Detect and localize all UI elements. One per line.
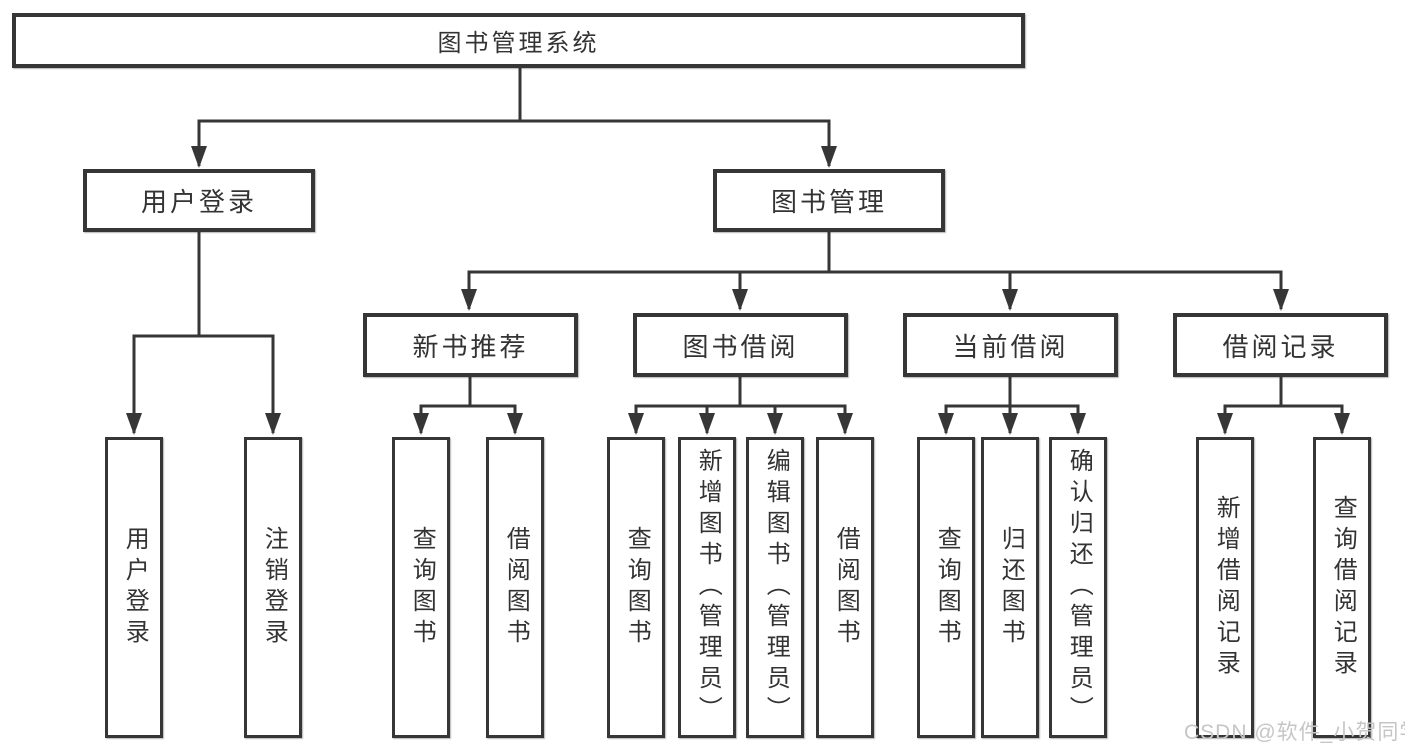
leaf-borrow-books: 借阅图书 — [816, 437, 874, 738]
leaf-query-borrow-record: 查询借阅记录 — [1313, 437, 1371, 738]
node-borrow-records: 借阅记录 — [1173, 313, 1388, 377]
leaf-edit-book-admin: 编辑图书（管理员） — [746, 437, 804, 738]
node-new-book-recommend-label: 新书推荐 — [412, 331, 529, 362]
node-current-borrow-label: 当前借阅 — [952, 331, 1069, 362]
leaf-return-book: 归还图书 — [981, 437, 1039, 738]
leaf-query-borrow-record-label: 查询借阅记录 — [1329, 494, 1357, 681]
watermark: CSDN @软件_小贺同学 — [1184, 721, 1405, 744]
leaf-query-books-borrow: 查询图书 — [607, 437, 665, 738]
leaf-add-book-admin-label: 新增图书（管理员） — [694, 448, 722, 727]
leaf-user-login-label: 用户登录 — [121, 525, 149, 650]
node-book-management-label: 图书管理 — [770, 187, 887, 217]
leaf-borrow-books-label: 借阅图书 — [832, 525, 860, 650]
leaf-logout-label: 注销登录 — [260, 525, 288, 650]
leaf-add-borrow-record-label: 新增借阅记录 — [1212, 494, 1240, 681]
leaf-borrow-books-recommend-label: 借阅图书 — [502, 525, 530, 650]
leaf-user-login: 用户登录 — [105, 437, 163, 738]
leaf-logout: 注销登录 — [244, 437, 302, 738]
node-new-book-recommend: 新书推荐 — [363, 313, 578, 377]
node-borrow-records-label: 借阅记录 — [1222, 331, 1339, 362]
leaf-borrow-books-recommend: 借阅图书 — [486, 437, 544, 738]
leaf-query-books-recommend-label: 查询图书 — [408, 525, 436, 650]
leaf-query-books-current-label: 查询图书 — [933, 525, 961, 650]
node-book-management: 图书管理 — [713, 169, 945, 232]
node-book-borrow: 图书借阅 — [633, 313, 848, 377]
node-user-login: 用户登录 — [83, 169, 315, 232]
node-current-borrow: 当前借阅 — [903, 313, 1118, 377]
leaf-add-book-admin: 新增图书（管理员） — [678, 437, 736, 738]
node-library-system: 图书管理系统 — [12, 13, 1025, 68]
node-book-borrow-label: 图书借阅 — [682, 331, 799, 362]
leaf-query-books-current: 查询图书 — [917, 437, 975, 738]
leaf-confirm-return-admin: 确认归还（管理员） — [1049, 437, 1107, 738]
leaf-return-book-label: 归还图书 — [997, 525, 1025, 650]
leaf-edit-book-admin-label: 编辑图书（管理员） — [762, 448, 790, 727]
leaf-add-borrow-record: 新增借阅记录 — [1196, 437, 1254, 738]
leaf-confirm-return-admin-label: 确认归还（管理员） — [1065, 448, 1093, 727]
node-library-system-label: 图书管理系统 — [437, 30, 600, 57]
leaf-query-books-recommend: 查询图书 — [392, 437, 450, 738]
leaf-query-books-borrow-label: 查询图书 — [623, 525, 651, 650]
node-user-login-label: 用户登录 — [140, 187, 257, 217]
